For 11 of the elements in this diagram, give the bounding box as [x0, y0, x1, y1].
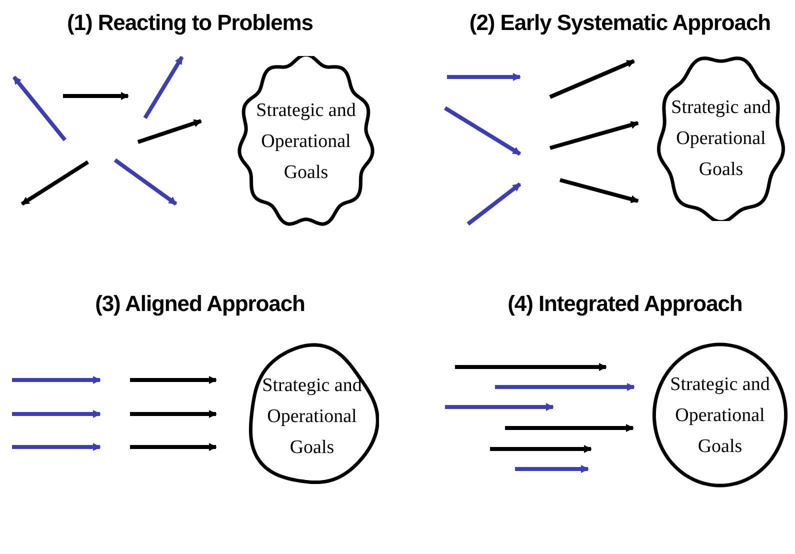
goal-text: Strategic and Operational Goals [671, 96, 771, 182]
goal-text: Strategic and Operational Goals [669, 372, 771, 458]
panel-title: (1) Reacting to Problems [67, 10, 313, 35]
goal-blob [236, 56, 376, 226]
panel-title: (3) Aligned Approach [95, 291, 305, 316]
goal-blob [655, 55, 787, 221]
goal-text: Strategic and Operational Goals [261, 374, 363, 460]
goal-text: Strategic and Operational Goals [255, 98, 357, 184]
goal-blob [650, 340, 790, 490]
panel-title: (4) Integrated Approach [508, 291, 742, 316]
panel-title: (2) Early Systematic Approach [469, 10, 771, 35]
